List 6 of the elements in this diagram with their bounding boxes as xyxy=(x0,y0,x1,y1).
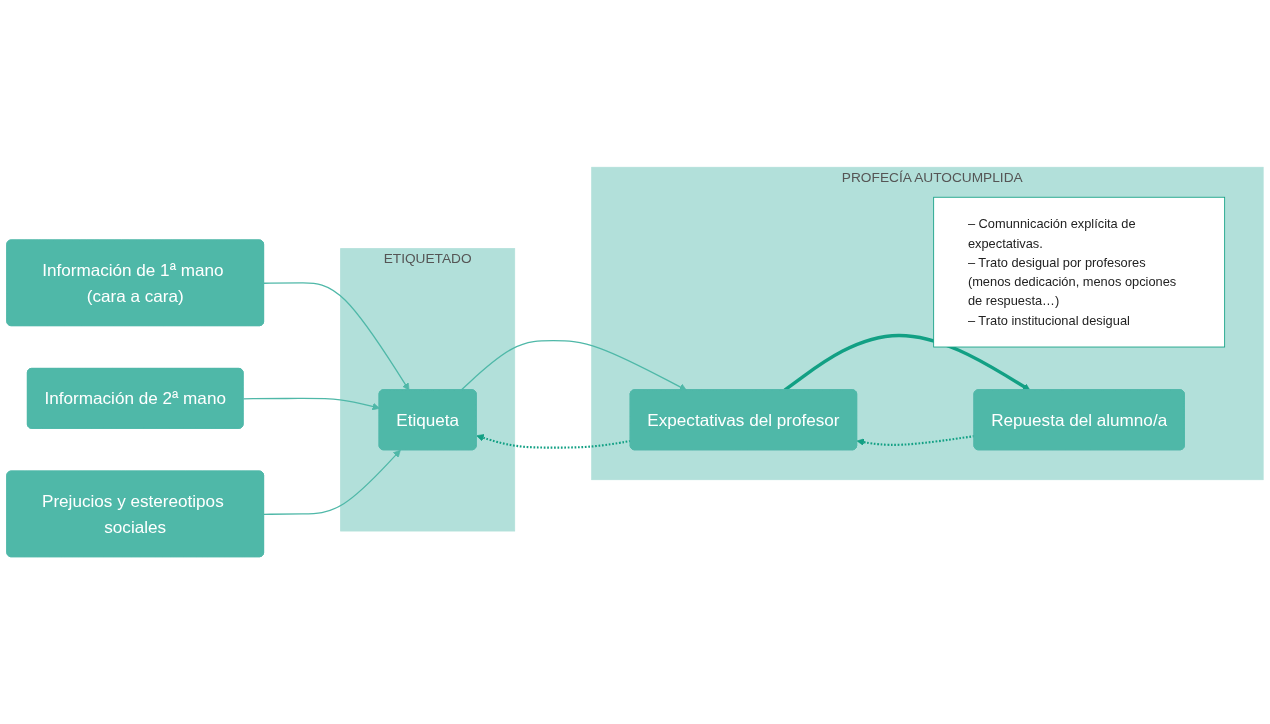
arrow xyxy=(242,397,380,411)
node-box: – Comunnicación explícita de expectativas. – Trato desigual por profesores (menos dedicación, menos opciones de respuesta…) – Trato institucional desigual xyxy=(933,196,1226,348)
arrow xyxy=(263,282,410,391)
arrow xyxy=(460,339,687,391)
arrow xyxy=(476,434,631,449)
arrow xyxy=(263,449,401,515)
